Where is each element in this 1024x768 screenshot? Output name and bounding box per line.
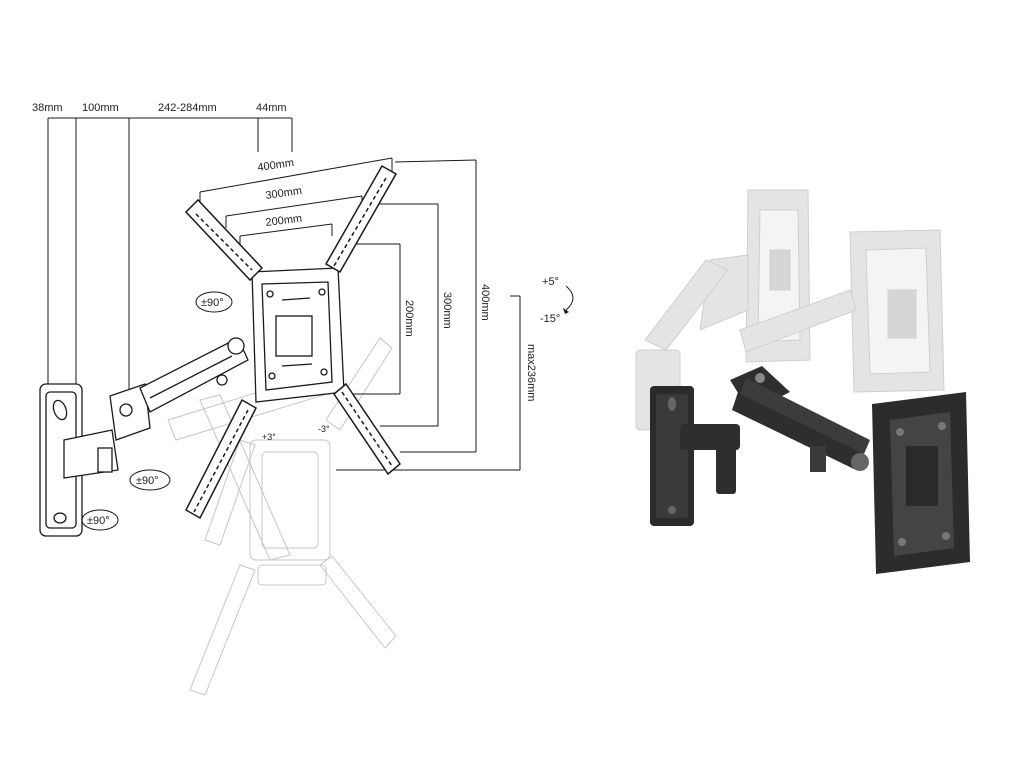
label-vesa-v-300: 300mm xyxy=(441,292,453,329)
dimension-labels: 38mm 100mm 242-284mm 44mm 400mm 300mm 20… xyxy=(32,102,560,527)
label-vesa-v-400: 400mm xyxy=(479,284,491,321)
label-vesa-h-300: 300mm xyxy=(265,185,303,202)
product-render xyxy=(635,189,970,574)
label-max-drop: max236mm xyxy=(525,344,537,401)
label-44mm: 44mm xyxy=(256,102,287,114)
arm-top-right xyxy=(324,164,398,274)
label-38mm: 38mm xyxy=(32,102,63,114)
label-level-minus: -3° xyxy=(318,424,330,434)
rotation-badge-arm xyxy=(129,469,171,491)
label-tilt-up: +5° xyxy=(542,276,559,288)
vesa-arms xyxy=(184,164,402,520)
top-dimension-lines xyxy=(47,117,293,392)
product-arm xyxy=(680,366,870,494)
vesa-plate xyxy=(251,267,345,403)
label-vesa-h-200: 200mm xyxy=(265,213,303,229)
rotation-badge-plate xyxy=(195,291,233,313)
label-rotation-wall: ±90° xyxy=(87,515,110,527)
swing-arm xyxy=(63,337,249,479)
label-arm-length: 242-284mm xyxy=(158,102,217,114)
arm-bottom-left xyxy=(185,398,257,520)
rotation-badge-wall xyxy=(81,509,119,531)
label-tilt-down: -15° xyxy=(540,313,560,325)
technical-drawing xyxy=(39,117,574,696)
label-vesa-v-200: 200mm xyxy=(403,300,415,337)
vesa-height-lines xyxy=(336,159,521,471)
label-level-plus: +3° xyxy=(262,432,276,442)
label-rotation-arm: ±90° xyxy=(136,475,159,487)
label-rotation-plate: ±90° xyxy=(201,297,224,309)
tilt-arrow-icon xyxy=(565,285,574,311)
label-100mm: 100mm xyxy=(82,102,119,114)
ghost-positions xyxy=(635,189,945,431)
ghost-mount xyxy=(167,337,397,696)
label-vesa-h-400: 400mm xyxy=(257,157,295,174)
product-wall-plate xyxy=(650,386,694,526)
product-vesa-plate xyxy=(872,392,970,574)
